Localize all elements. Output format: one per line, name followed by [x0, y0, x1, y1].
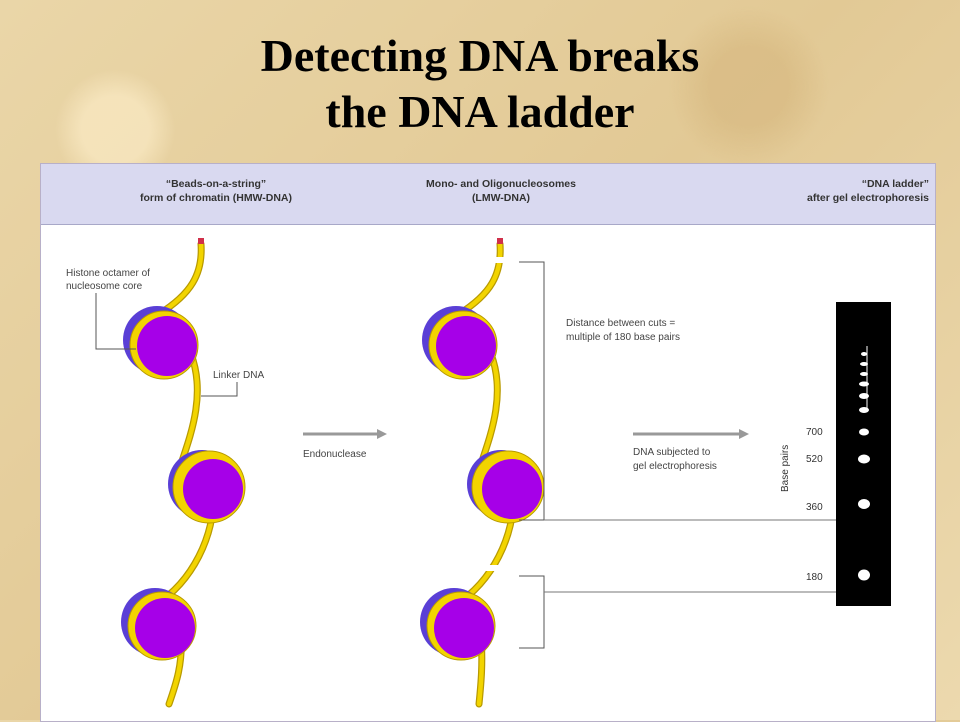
gel-band-520	[858, 454, 870, 464]
title-line-1: Detecting DNA breaks	[260, 30, 700, 81]
gel-electrophoresis-arrow	[633, 429, 749, 439]
gel-arrow-head	[739, 429, 749, 439]
lmw-nucleosome-2	[467, 450, 545, 524]
bracket-oligonucleosome	[519, 261, 545, 521]
distance-label-line-2: multiple of 180 base pairs	[566, 332, 680, 343]
gel-band-top-1	[861, 352, 867, 356]
ladder-mark-520: 520	[806, 454, 823, 465]
endonuclease-arrow-head	[377, 429, 387, 439]
nucleosome-2	[168, 450, 246, 524]
nucleosome-1	[123, 306, 199, 380]
diagram-header: “Beads-on-a-string” form of chromatin (H…	[41, 164, 935, 225]
slide-title: Detecting DNA breaks the DNA ladder	[0, 28, 960, 140]
diagram-panel: “Beads-on-a-string” form of chromatin (H…	[40, 163, 936, 722]
lmw-nucleosome-3	[420, 588, 496, 661]
endonuclease-arrow	[303, 429, 387, 439]
gel-background	[836, 302, 891, 606]
gel-band-top-3	[860, 372, 868, 376]
ladder-mark-700: 700	[806, 427, 823, 438]
ladder-mark-360: 360	[806, 502, 823, 513]
lmw-dna-strand	[420, 238, 545, 708]
nucleosome-3	[121, 588, 197, 661]
lmw-nucleosome-1	[422, 306, 498, 380]
gel-band-top-2	[860, 362, 868, 366]
header-dna-ladder: “DNA ladder” after gel electrophoresis	[729, 177, 929, 205]
endonuclease-cut-2	[481, 565, 503, 571]
header-hmw-line-1: “Beads-on-a-string”	[165, 178, 267, 190]
header-lmw-line-1: Mono- and Oligonucleosomes	[426, 178, 576, 190]
lmw-histone-core-2	[482, 459, 542, 519]
histone-core-3	[135, 598, 195, 658]
header-hmw-line-2: form of chromatin (HMW-DNA)	[139, 192, 293, 204]
linker-dna-label: Linker DNA	[213, 370, 264, 381]
header-lmw-line-2: (LMW-DNA)	[471, 192, 531, 204]
gel-label-line-1: DNA subjected to	[633, 447, 711, 458]
gel-lane	[836, 302, 891, 606]
gel-band-180	[858, 569, 870, 581]
histone-core-2	[183, 459, 243, 519]
header-ladder-line-1: “DNA ladder”	[861, 178, 929, 190]
distance-label-line-1: Distance between cuts =	[566, 318, 675, 329]
title-line-2: the DNA ladder	[325, 86, 635, 137]
base-pairs-axis-label: Base pairs	[780, 445, 791, 492]
endonuclease-label: Endonuclease	[303, 449, 367, 460]
lmw-histone-core-3	[434, 598, 494, 658]
hmw-dna-strand	[121, 238, 246, 708]
ladder-mark-180: 180	[806, 572, 823, 583]
histone-leader-line	[95, 293, 136, 350]
histone-core-1	[137, 316, 197, 376]
linker-leader-line	[201, 382, 238, 397]
diagram-svg: Histone octamer of nucleosome core Linke…	[66, 238, 891, 708]
hmw-dna-end-cap	[198, 238, 204, 244]
lmw-histone-core-1	[436, 316, 496, 376]
endonuclease-cut-1	[491, 257, 511, 263]
header-ladder-line-2: after gel electrophoresis	[807, 192, 929, 204]
header-lmw-dna: Mono- and Oligonucleosomes (LMW-DNA)	[401, 177, 601, 205]
gel-band-700	[859, 428, 869, 436]
header-hmw-dna: “Beads-on-a-string” form of chromatin (H…	[111, 177, 321, 205]
gel-band-360	[858, 499, 870, 509]
bracket-mononucleosome	[519, 575, 545, 649]
histone-label-line-2: nucleosome core	[66, 281, 143, 292]
histone-label-line-1: Histone octamer of	[66, 268, 150, 279]
lmw-dna-end-cap	[497, 238, 503, 244]
gel-label-line-2: gel electrophoresis	[633, 461, 717, 472]
